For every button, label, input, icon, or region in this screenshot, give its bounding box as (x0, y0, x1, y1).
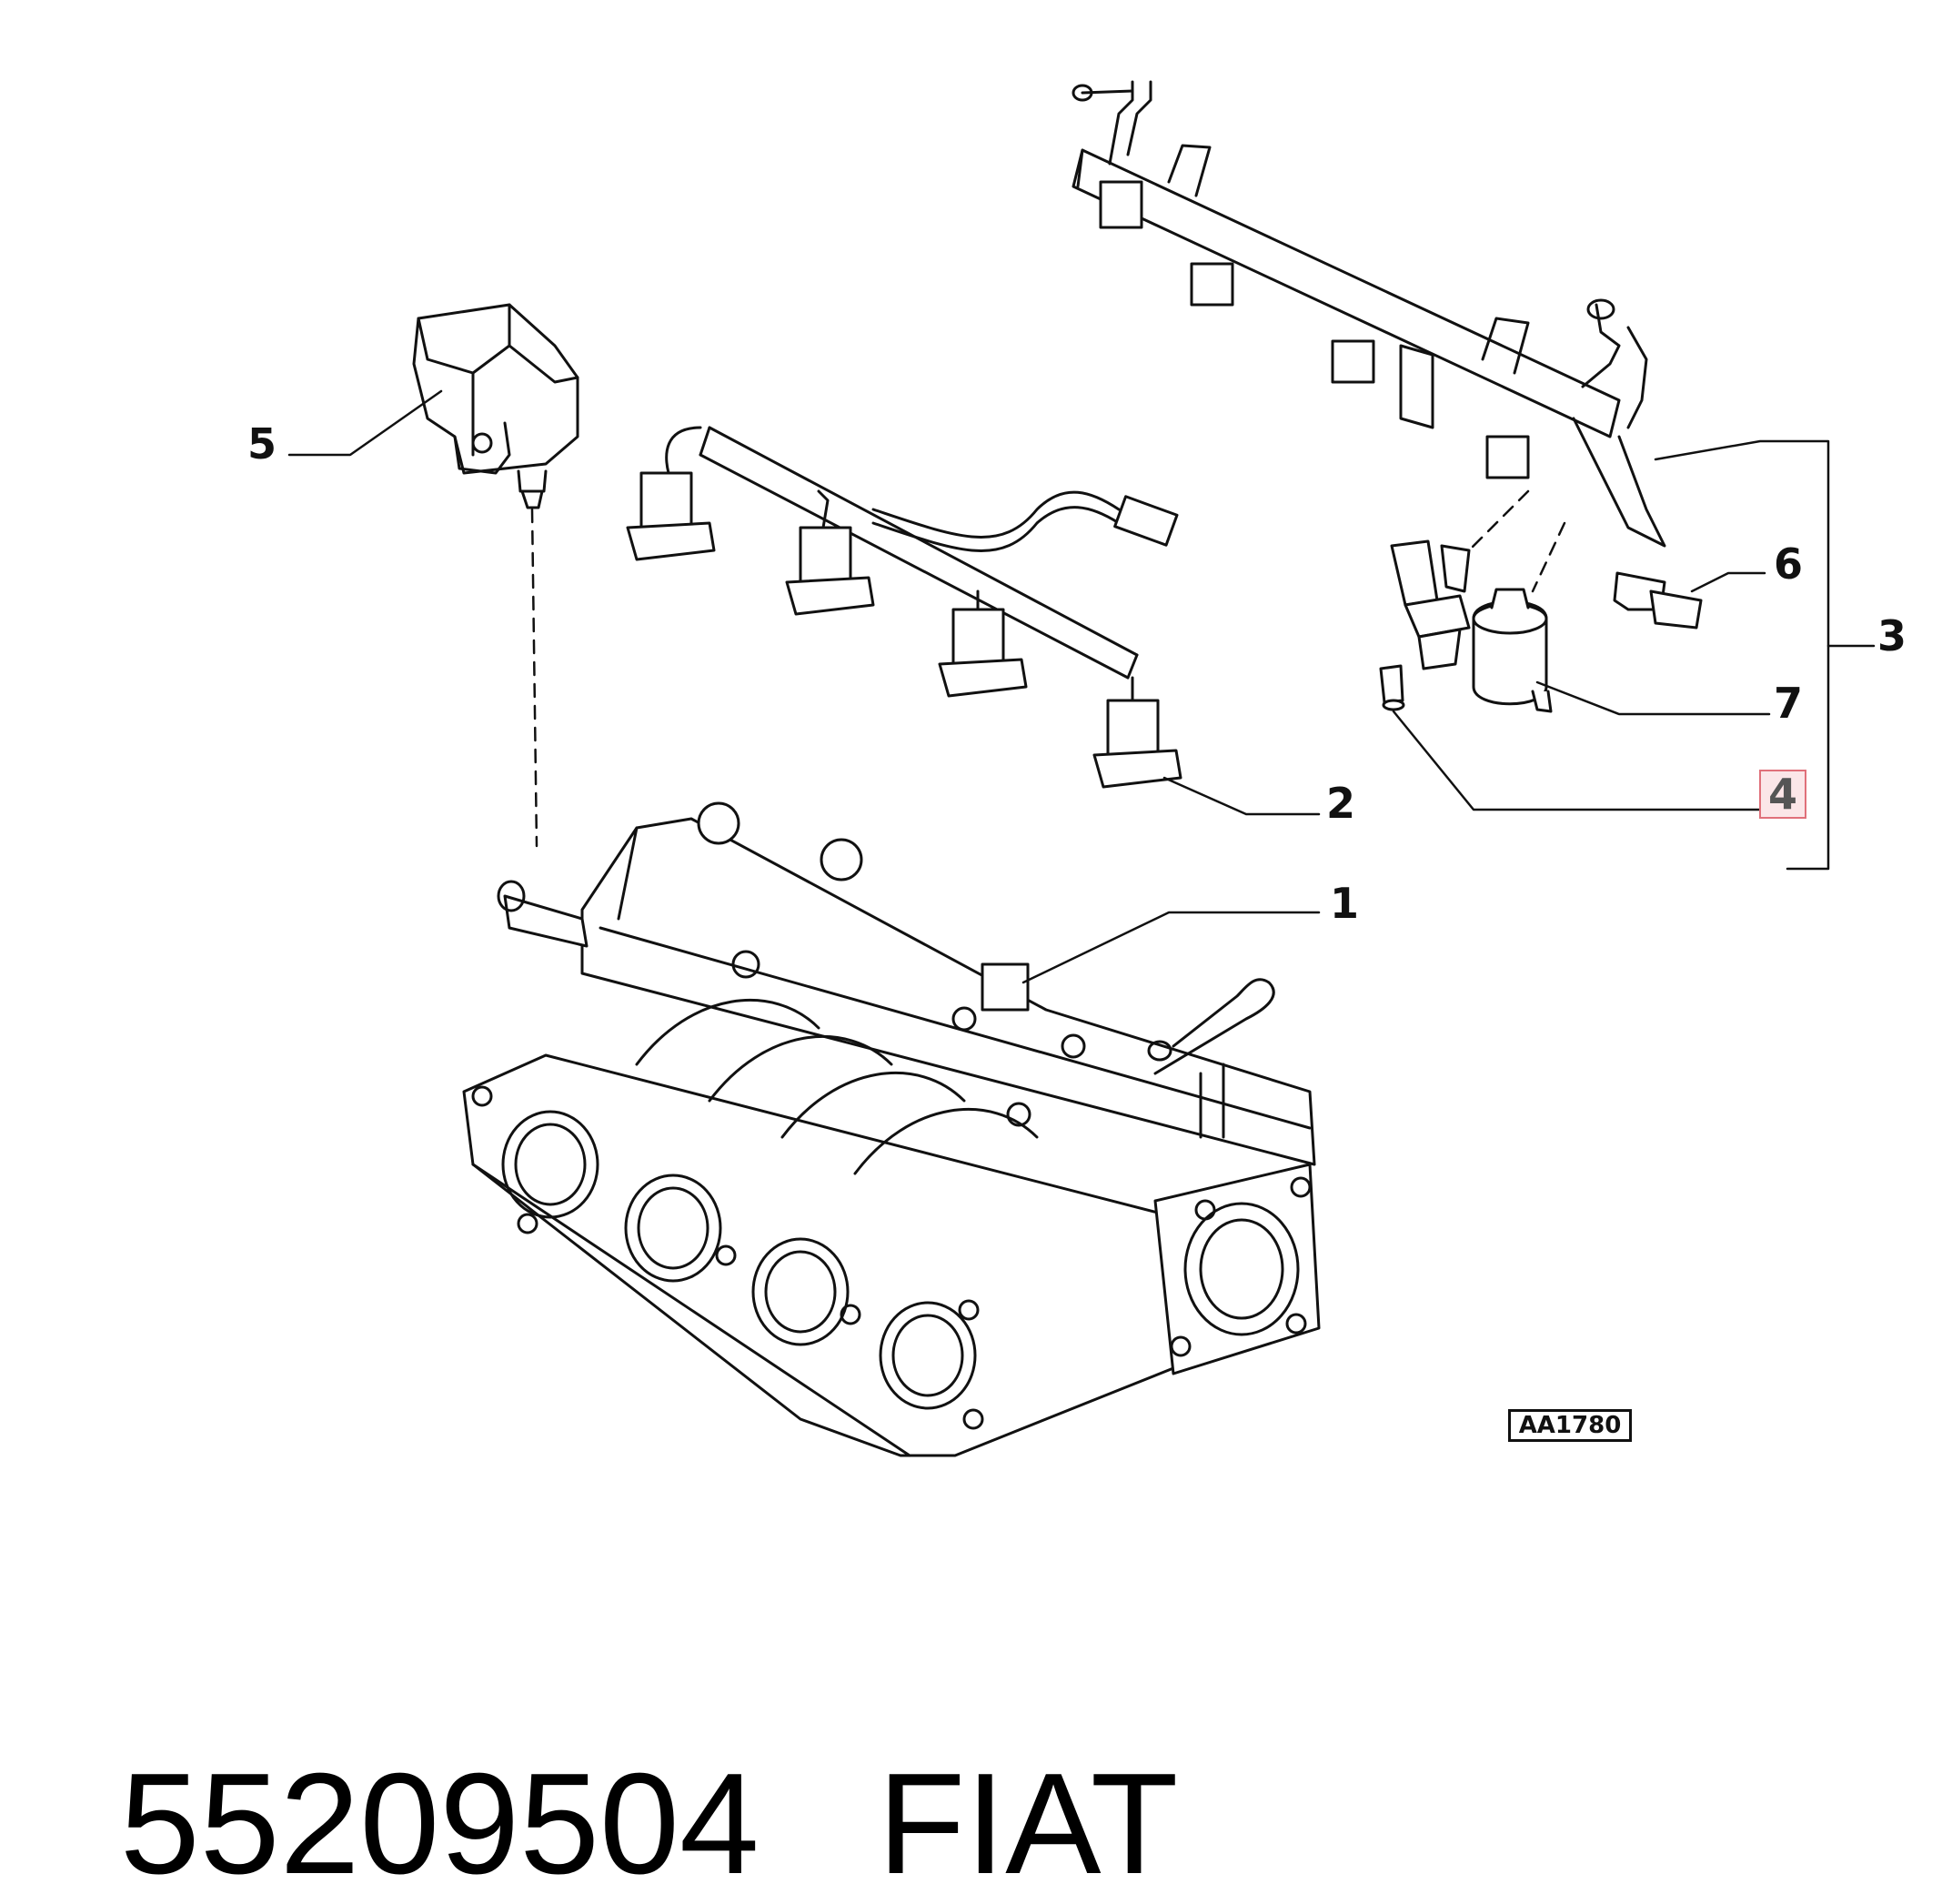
callout-4-highlighted: 4 (1759, 770, 1807, 819)
leader-line-6 (1690, 571, 1766, 593)
map-sensor-part (412, 303, 579, 509)
part-caption: 55209504 FIAT (40, 1608, 1179, 1904)
clip-part (1613, 571, 1703, 630)
bracket-3 (1654, 439, 1830, 871)
leader-line-7 (1535, 680, 1771, 716)
part-number: 55209504 (119, 1744, 760, 1904)
callout-1: 1 (1330, 879, 1360, 928)
brand-name: FIAT (877, 1744, 1179, 1904)
callout-7: 7 (1774, 679, 1804, 728)
exploded-parts-diagram (287, 80, 1876, 1457)
callout-5: 5 (247, 419, 277, 468)
callout-2: 2 (1326, 779, 1356, 828)
fuel-rail-part (1072, 80, 1666, 548)
leader-line-2 (1162, 776, 1321, 816)
pressure-regulator-part (1472, 588, 1553, 713)
diagram-reference-code: AA1780 (1508, 1409, 1632, 1442)
callout-6: 6 (1774, 539, 1804, 589)
wiring-harness-part (626, 426, 1182, 789)
leader-line-5 (287, 389, 443, 457)
leader-line-4 (1392, 710, 1762, 811)
callout-3: 3 (1877, 611, 1907, 660)
fuel-injector-part (1379, 539, 1471, 711)
leader-line-1 (1021, 911, 1321, 984)
map-sensor-dashed-guide (530, 508, 538, 848)
intake-manifold-part (462, 801, 1321, 1457)
